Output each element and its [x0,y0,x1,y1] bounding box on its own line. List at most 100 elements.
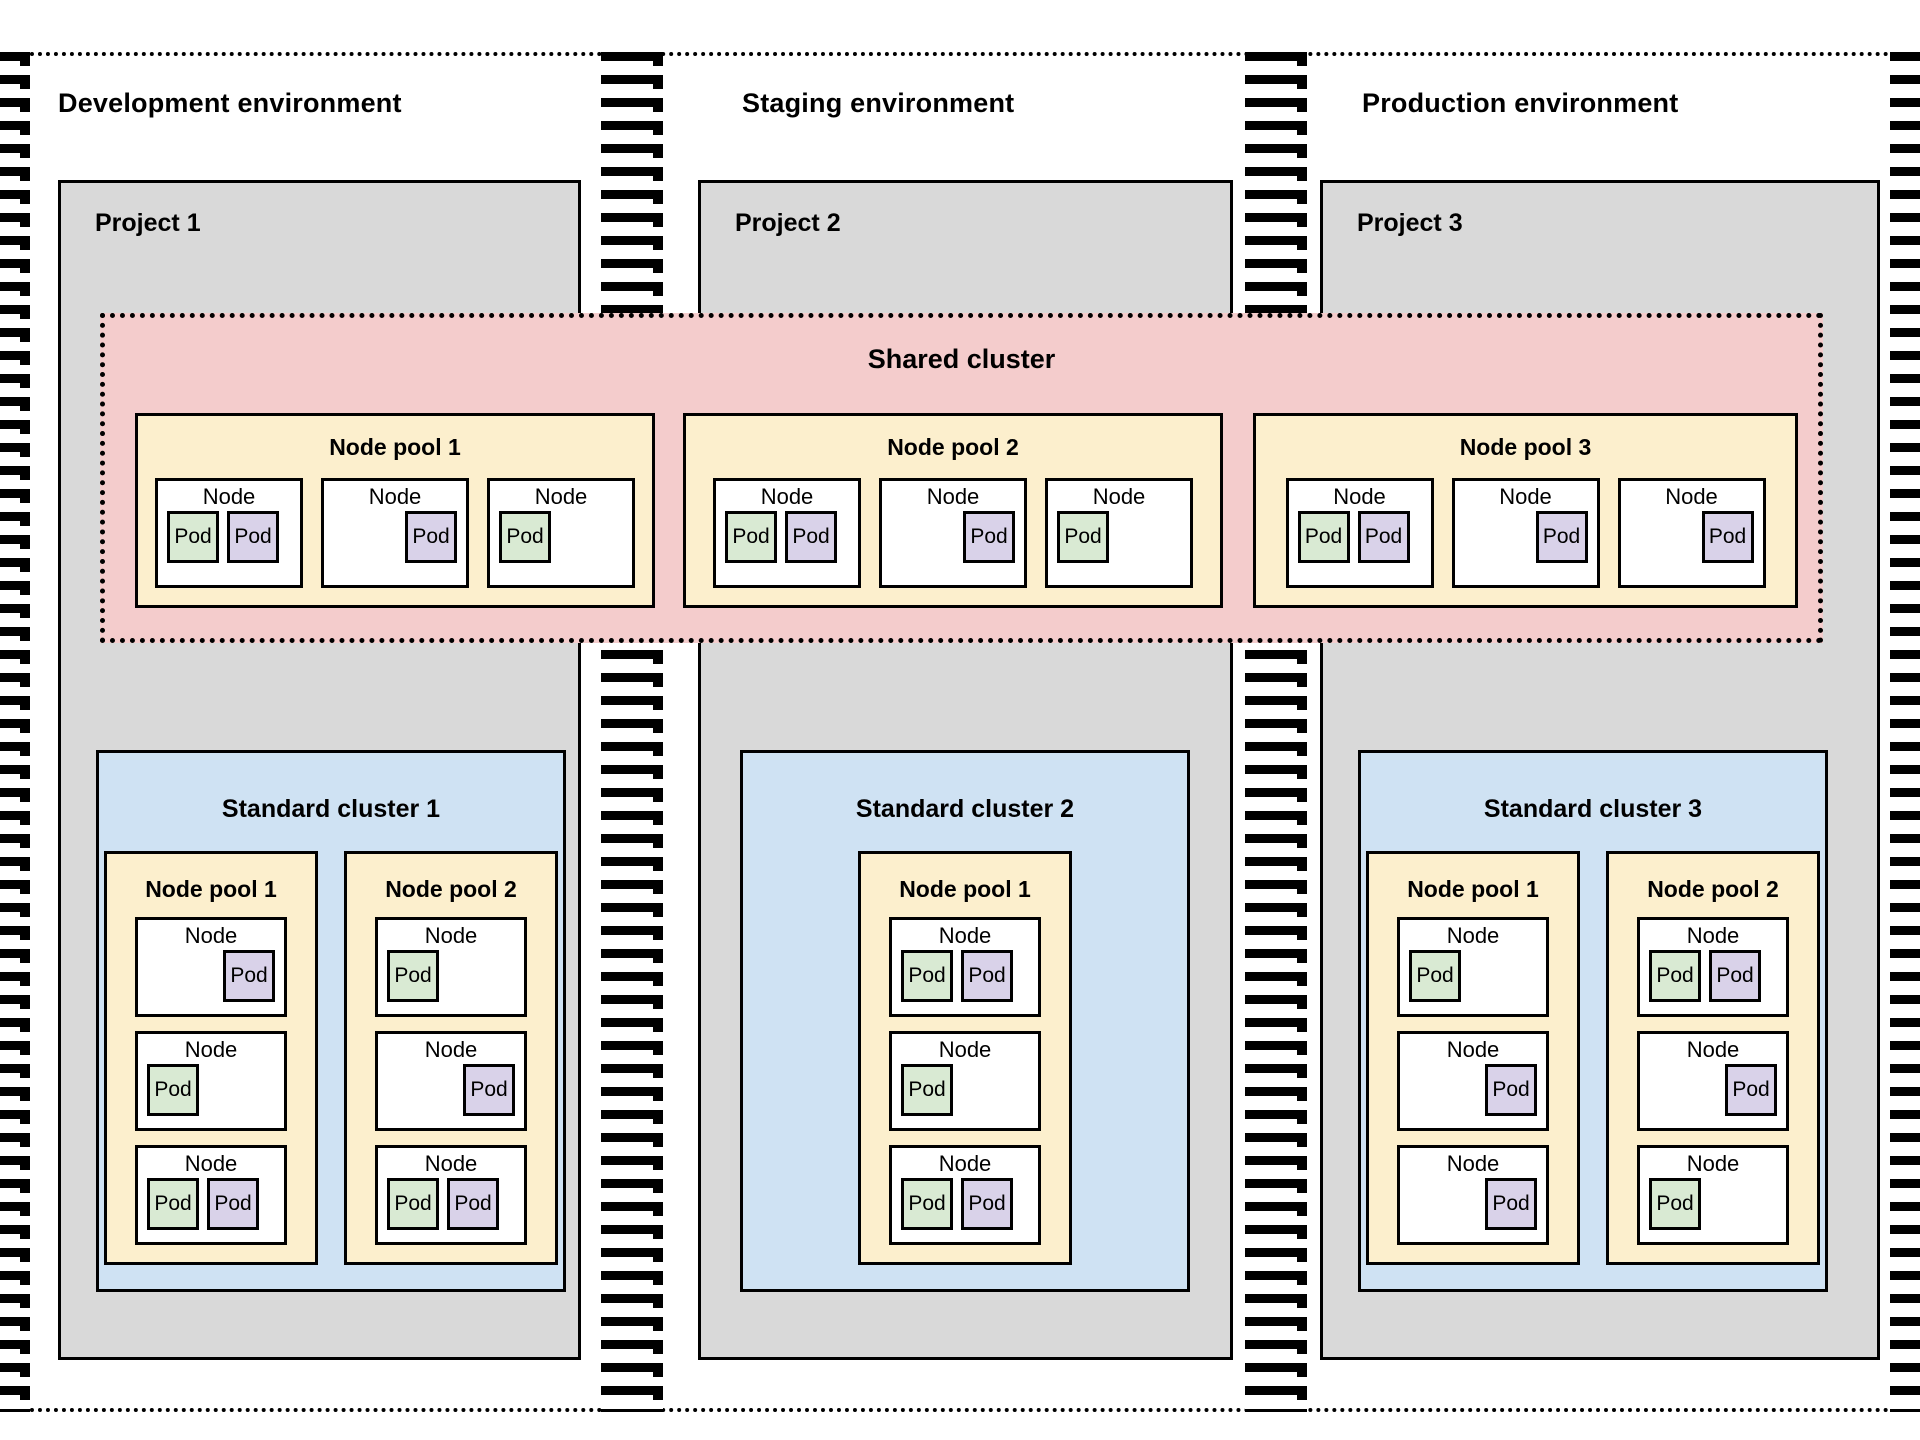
pod: Pod [1297,511,1350,564]
node-label: Node [1446,923,1500,948]
node: Node Pod Pod [155,478,303,588]
node-label: Node [926,484,980,509]
node-label: Node [184,1151,238,1176]
pod: Pod [447,1178,499,1231]
pod: Pod [1535,511,1588,564]
pod: Pod [963,511,1015,564]
node: Node Pod Pod [1285,478,1434,588]
node-label: Node [1499,484,1552,509]
node-pool-label: Node pool 1 [1407,876,1539,902]
node-pool-1: Node pool 1 Node Pod Node Pod Node [1366,851,1580,1265]
pod: Pod [405,511,457,564]
node-label: Node [1333,484,1386,509]
pod: Pod [961,950,1013,1003]
node-label: Node [1686,1037,1740,1062]
node-label: Node [424,923,478,948]
break-divider-right [1890,52,1920,1412]
pod: Pod [1725,1064,1777,1117]
node-pool-1: Node pool 1 Node Pod Node Pod Node [104,851,318,1265]
standard-cluster-1: Standard cluster 1 Node pool 1 Node Pod … [96,750,566,1292]
node: Node Pod [1045,478,1193,588]
pod: Pod [901,1178,953,1231]
node-pool-2: Node pool 2 Node Pod Pod Node Pod Node [1606,851,1820,1265]
node: Node Pod [375,917,527,1017]
standard-cluster-title: Standard cluster 3 [1483,795,1703,823]
node: Node Pod Pod [1637,917,1789,1017]
pod: Pod [387,950,439,1003]
node-label: Node [424,1151,478,1176]
break-divider-left [0,52,30,1412]
break-divider-staging-prod [1245,52,1307,1412]
node-label: Node [1092,484,1146,509]
pod: Pod [1701,511,1754,564]
pod: Pod [499,511,551,564]
break-divider-dev-staging [601,52,663,1412]
node-label: Node [184,1037,238,1062]
node-label: Node [534,484,588,509]
node-label: Node [1446,1037,1500,1062]
standard-cluster-title: Standard cluster 2 [855,795,1075,823]
node-label: Node [368,484,422,509]
node: Node Pod Pod [713,478,861,588]
node-label: Node [1686,923,1740,948]
pod: Pod [1485,1064,1537,1117]
node: Node Pod [1397,917,1549,1017]
project-title-2: Project 2 [735,209,841,237]
node-label: Node [184,923,238,948]
node-label: Node [1665,484,1718,509]
node: Node Pod [1397,1031,1549,1131]
node: Node Pod [1397,1145,1549,1245]
pod: Pod [1485,1178,1537,1231]
node-label: Node [202,484,256,509]
pod: Pod [387,1178,439,1231]
node: Node Pod [879,478,1027,588]
node: Node Pod [1637,1145,1789,1245]
pod: Pod [227,511,279,564]
node-label: Node [760,484,814,509]
node-label: Node [1446,1151,1500,1176]
node: Node Pod Pod [889,1145,1041,1245]
node: Node Pod [135,1031,287,1131]
node: Node Pod [1637,1031,1789,1131]
node: Node Pod [1617,478,1766,588]
node: Node Pod [889,1031,1041,1131]
shared-cluster-title: Shared cluster [867,344,1056,374]
environment-title-development: Development environment [58,88,402,118]
node-label: Node [1686,1151,1740,1176]
standard-cluster-title: Standard cluster 1 [221,795,441,823]
pod: Pod [1057,511,1109,564]
node: Node Pod [1451,478,1600,588]
node: Node Pod [487,478,635,588]
node-pool-label: Node pool 1 [145,876,277,902]
shared-cluster: Shared cluster Node pool 1 Node Pod Pod … [100,313,1823,643]
project-title-1: Project 1 [95,209,201,237]
pod: Pod [463,1064,515,1117]
node-pool-label: Node pool 1 [899,876,1031,902]
pod: Pod [223,950,275,1003]
pod: Pod [1649,1178,1701,1231]
environment-title-production: Production environment [1362,88,1679,118]
node: Node Pod [321,478,469,588]
project-title-3: Project 3 [1357,209,1463,237]
node-pool-label: Node pool 2 [1647,876,1779,902]
environment-title-staging: Staging environment [742,88,1015,118]
node-label: Node [424,1037,478,1062]
pod: Pod [901,1064,953,1117]
node-pool-label: Node pool 1 [329,434,461,460]
node-label: Node [938,923,992,948]
node-label: Node [938,1037,992,1062]
pod: Pod [1409,950,1461,1003]
node-pool-1: Node pool 1 Node Pod Pod Node Pod Node [858,851,1072,1265]
pod: Pod [1357,511,1410,564]
pod: Pod [901,950,953,1003]
standard-cluster-3: Standard cluster 3 Node pool 1 Node Pod … [1358,750,1828,1292]
shared-node-pool-1: Node pool 1 Node Pod Pod Node Pod Node [135,413,655,608]
node-pool-2: Node pool 2 Node Pod Node Pod Node [344,851,558,1265]
node: Node Pod [135,917,287,1017]
pod: Pod [961,1178,1013,1231]
pod: Pod [785,511,837,564]
node: Node Pod [375,1031,527,1131]
pod: Pod [147,1178,199,1231]
pod: Pod [725,511,777,564]
